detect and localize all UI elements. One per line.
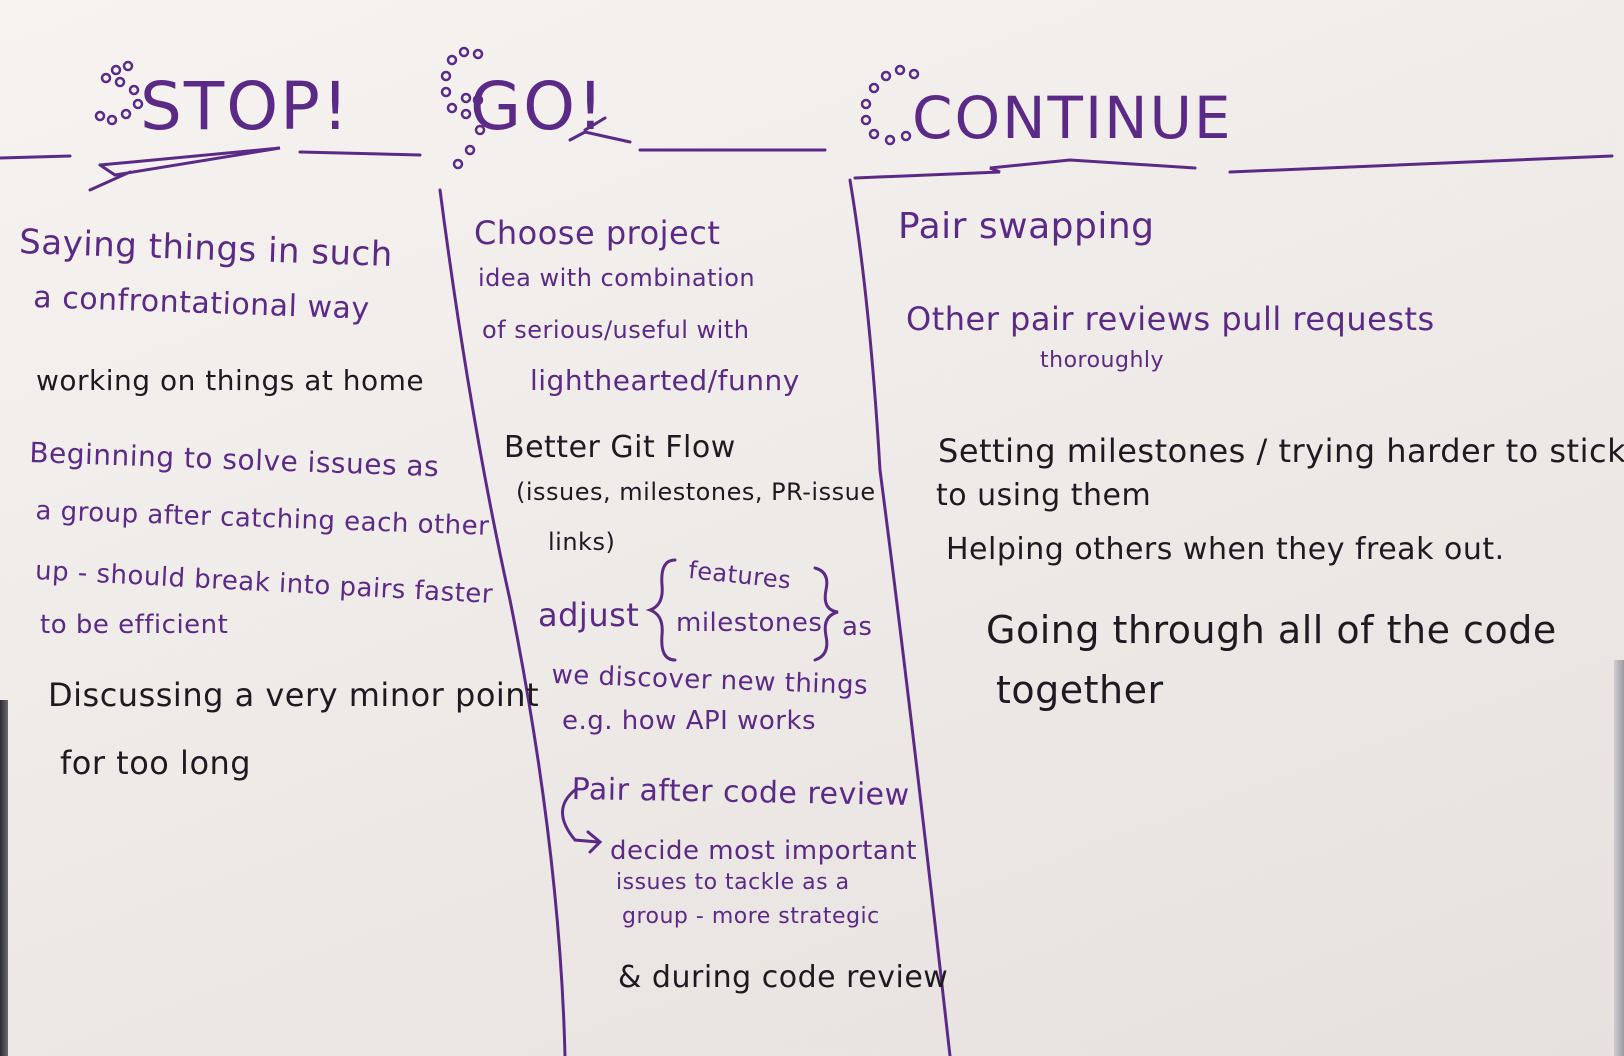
divider-line — [1228, 154, 1614, 174]
go-item: lighthearted/funny — [530, 364, 800, 397]
brace-left — [645, 558, 677, 662]
go-item: Better Git Flow — [504, 430, 736, 465]
go-item: Choose project — [474, 214, 721, 252]
continue-item: Setting milestones / trying harder to st… — [938, 432, 1624, 470]
continue-item: together — [996, 668, 1164, 712]
go-item: links) — [548, 528, 616, 556]
go-item: of serious/useful with — [482, 316, 750, 344]
brace-right — [813, 566, 839, 662]
heading-go: GO! — [470, 68, 606, 145]
continue-item: Pair swapping — [898, 206, 1155, 247]
go-item: e.g. how API works — [562, 706, 817, 736]
go-item: as — [842, 612, 873, 642]
divider-line — [568, 116, 632, 144]
go-item: decide most important — [610, 836, 917, 866]
board-frame-right — [1614, 660, 1624, 1056]
stop-item: for too long — [60, 744, 252, 782]
divider-line — [853, 158, 1197, 180]
go-item: milestones — [676, 608, 823, 638]
go-item: (issues, milestones, PR-issue — [516, 478, 876, 506]
go-item: & during code review — [618, 960, 949, 995]
heading-stop: STOP! — [140, 68, 351, 145]
continue-item: Helping others when they freak out. — [946, 532, 1505, 567]
board-frame-left — [0, 700, 8, 1056]
continue-item: Other pair reviews pull requests — [906, 300, 1435, 338]
divider-line — [88, 146, 281, 192]
divider-line — [0, 154, 72, 160]
go-item: issues to tackle as a — [616, 870, 850, 895]
continue-item: thoroughly — [1040, 348, 1165, 373]
arrow — [561, 788, 603, 854]
stop-item: Discussing a very minor point — [48, 676, 540, 714]
column-divider — [438, 188, 567, 1056]
divider-line — [298, 150, 422, 157]
stop-item: to be efficient — [40, 610, 229, 640]
column-divider — [848, 178, 952, 1056]
go-item: idea with combination — [478, 264, 756, 292]
go-item: group - more strategic — [622, 904, 880, 929]
stop-item: working on things at home — [36, 364, 425, 397]
continue-item: to using them — [936, 478, 1152, 513]
heading-continue: CONTINUE — [912, 84, 1233, 152]
continue-item: Going through all of the code — [986, 608, 1557, 652]
go-item: Pair after code review — [571, 772, 910, 813]
go-item: adjust — [538, 596, 640, 634]
